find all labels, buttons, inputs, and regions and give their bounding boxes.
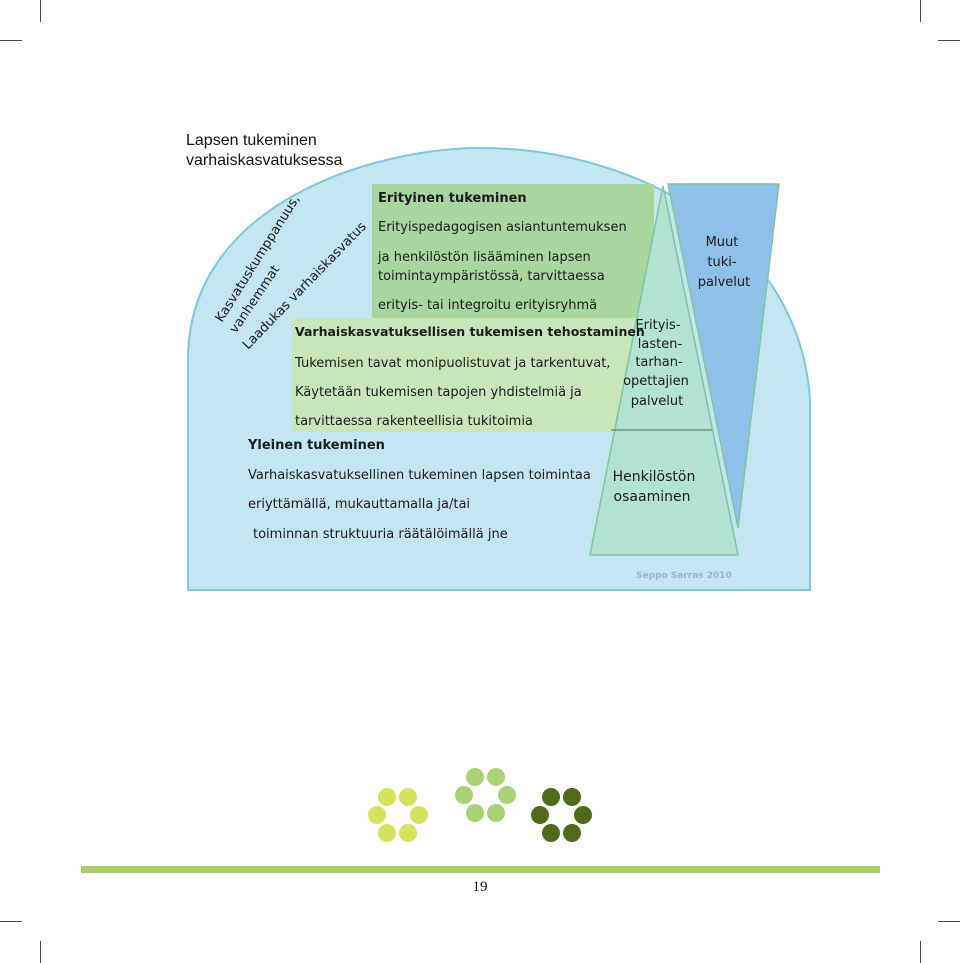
diagram-title-line: Lapsen tukeminen — [186, 132, 317, 149]
special-support-line: ja henkilöstön lisääminen lapsen — [377, 250, 591, 265]
page-number: 19 — [472, 879, 488, 895]
special-support-band — [372, 184, 654, 318]
intensified-support-band — [292, 318, 642, 432]
crop-mark — [0, 921, 22, 922]
diagram-title-line: varhaiskasvatuksessa — [186, 152, 343, 169]
intensified-support-line: tarvittaessa rakenteellisia tukitoimia — [295, 414, 533, 429]
other-services-line: Muut — [706, 235, 739, 250]
crop-mark — [920, 941, 921, 963]
diagram-title: Lapsen tukeminen varhaiskasvatuksessa — [186, 131, 343, 171]
crop-mark — [0, 40, 22, 41]
pyramid-lower-line: Henkilöstön — [613, 469, 696, 485]
general-support-heading: Yleinen tukeminen — [247, 438, 385, 453]
dot-cluster-dark — [531, 788, 592, 842]
staff-pyramid — [589, 185, 739, 556]
pyramid-upper-line: palvelut — [631, 394, 683, 409]
crop-mark — [938, 921, 960, 922]
general-support-line: eriyttämällä, mukauttamalla ja/tai — [248, 497, 470, 512]
pyramid-upper-line: opettajien — [623, 374, 689, 389]
pyramid-upper-line: lasten- — [638, 337, 683, 352]
intensified-support-heading: Varhaiskasvatuksellisen tukemisen tehost… — [295, 324, 645, 339]
other-services-triangle — [667, 183, 780, 529]
intensified-support-line: Tukemisen tavat monipuolistuvat ja tarke… — [294, 356, 610, 371]
crop-mark — [40, 0, 41, 22]
general-support-line: Varhaiskasvatuksellinen tukeminen lapsen… — [248, 468, 591, 483]
crop-mark — [920, 0, 921, 22]
credit-text: Seppo Sarras 2010 — [636, 571, 732, 581]
pyramid-lower-line: osaaminen — [614, 489, 691, 505]
footer-rule — [81, 866, 880, 873]
special-support-line: toimintaympäristössä, tarvittaessa — [378, 269, 605, 284]
dot-cluster-mid — [455, 768, 516, 822]
special-support-heading: Erityinen tukeminen — [378, 191, 527, 206]
dot-cluster-light — [368, 788, 428, 842]
crop-mark — [40, 941, 41, 963]
crop-mark — [938, 40, 960, 41]
pyramid-upper-line: Erityis- — [635, 318, 680, 333]
other-services-line: tuki- — [707, 255, 736, 270]
other-services-line: palvelut — [698, 275, 750, 290]
special-support-line: erityis- tai integroitu erityisryhmä — [378, 298, 597, 313]
intensified-support-line: Käytetään tukemisen tapojen yhdistelmiä … — [295, 385, 582, 400]
pyramid-upper-line: tarhan- — [635, 355, 683, 370]
special-support-line: Erityispedagogisen asiantuntemuksen — [378, 220, 627, 235]
general-support-line: toiminnan struktuuria räätälöimällä jne — [253, 527, 508, 542]
